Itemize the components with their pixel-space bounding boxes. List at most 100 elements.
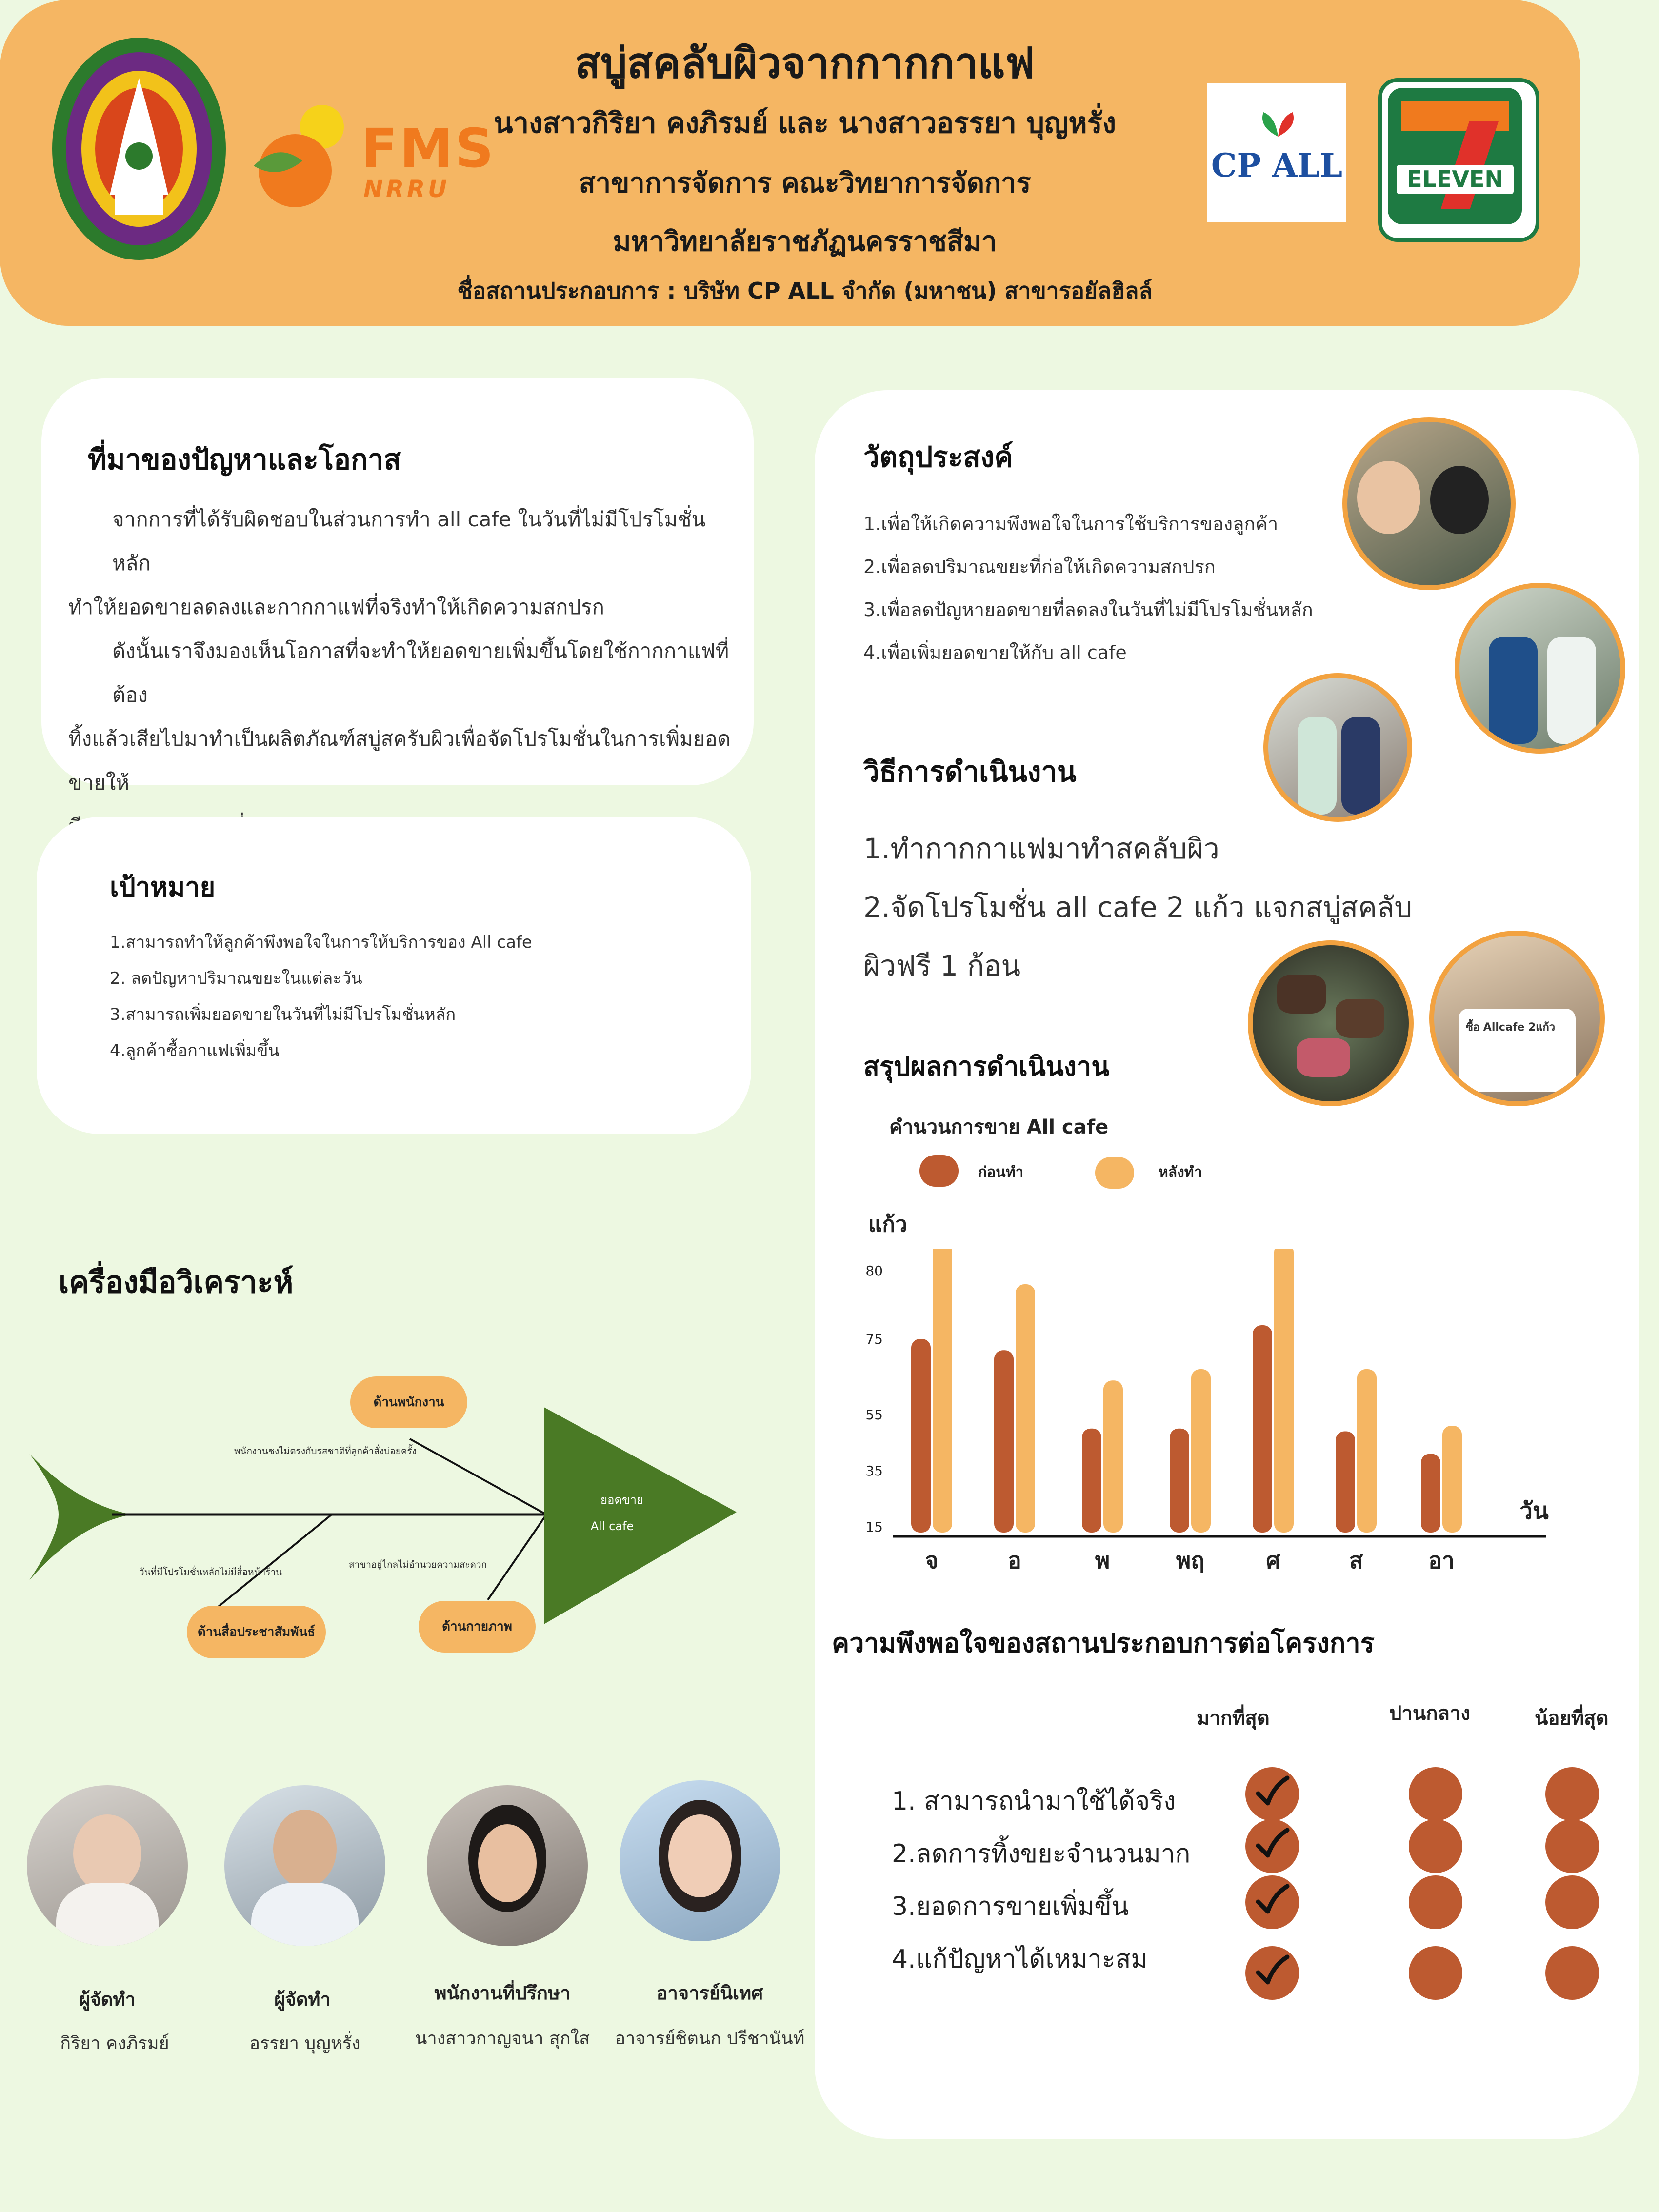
satisfaction-dot	[1409, 1946, 1462, 2000]
poster-title: สบู่สคลับผิวจากกากกาแฟ	[575, 39, 1035, 88]
team-role: ผู้จัดทำ	[274, 1989, 331, 2010]
product-label: ซื้อ Allcafe 2แก้ว	[1466, 1021, 1556, 1034]
fishbone-staff-cause: พนักงานชงไม่ตรงกับรสชาติที่ลูกค้าสั่งบ่อ…	[234, 1446, 417, 1456]
satisfaction-title: ความพึงพอใจของสถานประกอบการต่อโครงการ	[832, 1628, 1375, 1658]
legend-label-before: ก่อนทำ	[978, 1164, 1024, 1181]
legend-swatch-after	[1095, 1157, 1134, 1189]
team-role: พนักงานที่ปรึกษา	[434, 1982, 571, 2004]
objective-item: 3.เพื่อลดปัญหายอดขายที่ลดลงในวันที่ไม่มี…	[863, 599, 1313, 620]
satisfaction-dot	[1245, 1819, 1299, 1873]
objectives-list: 1.เพื่อให้เกิดความพึงพอใจในการใช้บริการข…	[863, 502, 1313, 674]
check-icon	[1256, 1775, 1290, 1806]
cpall-logo: CP ALL	[1207, 83, 1346, 222]
eleven-logo-text: ELEVEN	[1407, 166, 1503, 192]
satisfaction-row-label: 3.ยอดการขายเพิ่มขึ้น	[892, 1892, 1129, 1921]
bar	[1274, 1249, 1294, 1533]
background-text: จากการที่ได้รับผิดชอบในส่วนการทำ all caf…	[68, 498, 741, 849]
satisfaction-dot	[1545, 1946, 1599, 2000]
fms-logo-icon	[254, 105, 344, 207]
fish-head-icon	[544, 1407, 737, 1624]
x-tick-label: ศ	[1266, 1547, 1280, 1574]
bar	[1421, 1454, 1440, 1533]
objective-item: 4.เพื่อเพิ่มยอดขายให้กับ all cafe	[863, 642, 1127, 663]
satisfaction-row-label: 1. สามารถนำมาใช้ได้จริง	[892, 1787, 1176, 1816]
x-tick-label: อ	[1008, 1547, 1021, 1574]
fishbone-head-label-1: ยอดขาย	[600, 1493, 643, 1507]
satisfaction-dot	[1245, 1946, 1299, 2000]
fishbone-diagram	[29, 1407, 737, 1624]
fish-tail-icon	[29, 1454, 132, 1580]
team-name: อาจารย์ชิตนก ปรีชานันท์	[615, 2029, 805, 2049]
satisfaction-dot	[1245, 1767, 1299, 1821]
method-item: ผิวฟรี 1 ก้อน	[863, 949, 1021, 982]
bar	[1170, 1428, 1189, 1533]
method-item: 1.ทำกากกาแฟมาทำสคลับผิว	[863, 832, 1219, 865]
objective-item: 2.เพื่อลดปริมาณขยะที่ก่อให้เกิดความสกปรก	[863, 556, 1216, 578]
x-tick-label: อา	[1428, 1547, 1454, 1574]
y-tick-label: 75	[865, 1331, 883, 1347]
objectives-title: วัตถุประสงค์	[863, 440, 1013, 474]
team-name: อรรยา บุญหรั่ง	[249, 2033, 360, 2053]
tools-title: เครื่องมือวิเคราะห์	[59, 1264, 294, 1300]
workplace: ชื่อสถานประกอบการ : บริษัท CP ALL จำกัด …	[457, 278, 1153, 304]
fishbone-head-label-2: All cafe	[590, 1519, 634, 1533]
satisfaction-row-label: 4.แก้ปัญหาได้เหมาะสม	[892, 1945, 1148, 1974]
goals-card	[37, 817, 751, 1134]
fms-logo-subtext: NRRU	[363, 176, 450, 203]
bar	[1103, 1380, 1123, 1533]
y-tick-label: 35	[865, 1463, 883, 1479]
results-title: สรุปผลการดำเนินงาน	[863, 1051, 1110, 1082]
team-name: กิริยา คงภิรมย์	[60, 2033, 169, 2053]
product-photo: ซื้อ Allcafe 2แก้ว	[1429, 931, 1605, 1106]
avatar	[224, 1785, 385, 1946]
check-icon	[1256, 1954, 1290, 1985]
background-line-1: จากการที่ได้รับผิดชอบในส่วนการทำ all caf…	[112, 507, 706, 575]
seven-eleven-logo: ELEVEN	[1378, 78, 1539, 242]
bar	[1016, 1284, 1035, 1533]
methods-list: 1.ทำกากกาแฟมาทำสคลับผิว 2.จัดโปรโมชั่น a…	[863, 819, 1412, 995]
header-banner: FMS NRRU สบู่สคลับผิวจากกากกาแฟ นางสาวกิ…	[0, 0, 1580, 326]
y-tick-label: 55	[865, 1407, 883, 1423]
goal-item: 2. ลดปัญหาปริมาณขยะในแต่ละวัน	[110, 969, 362, 988]
store-photo	[1342, 417, 1516, 590]
x-tick-label: พ	[1095, 1547, 1110, 1574]
bar	[911, 1339, 931, 1533]
legend-swatch-before	[919, 1155, 959, 1187]
satisfaction-col-header: น้อยที่สุด	[1535, 1707, 1609, 1730]
goal-item: 4.ลูกค้าซื้อกาแฟเพิ่มขึ้น	[110, 1041, 280, 1060]
soap-photo	[1248, 940, 1414, 1106]
team-role: ผู้จัดทำ	[79, 1989, 136, 2010]
background-card	[41, 378, 754, 785]
y-axis-label: แก้ว	[868, 1212, 907, 1237]
satisfaction-dot	[1245, 1875, 1299, 1929]
fishbone-bone-staff	[409, 1438, 547, 1515]
satisfaction-dot	[1409, 1767, 1462, 1821]
fishbone-bone-media	[214, 1514, 333, 1611]
fishbone-media-box: ด้านสื่อประชาสัมพันธ์	[187, 1606, 326, 1658]
cpall-logo-text: CP ALL	[1211, 146, 1343, 184]
background-line-3: ดังนั้นเราจึงมองเห็นโอกาสที่จะทำให้ยอดขา…	[112, 639, 729, 707]
goals-title: เป้าหมาย	[110, 872, 216, 902]
fms-logo-text: FMS	[361, 117, 496, 179]
bar	[1253, 1325, 1272, 1533]
avatar	[620, 1780, 780, 1941]
check-icon	[1256, 1884, 1290, 1914]
store-photo	[1263, 673, 1412, 822]
satisfaction-row-label: 2.ลดการทิ้งขยะจำนวนมาก	[892, 1839, 1191, 1869]
legend-label-after: หลังทำ	[1159, 1164, 1202, 1181]
y-tick-label: 15	[865, 1519, 883, 1535]
fishbone-physical-cause: สาขาอยู่ไกลไม่อำนวยความสะดวก	[349, 1559, 487, 1570]
methods-title: วิธีการดำเนินงาน	[863, 755, 1077, 788]
satisfaction-dot	[1545, 1875, 1599, 1929]
satisfaction-dot	[1409, 1875, 1462, 1929]
fishbone-media-cause: วันที่มีโปรโมชั่นหลักไม่มีสื่อหน้าร้าน	[139, 1567, 282, 1577]
bar	[1336, 1431, 1355, 1533]
chart-title: คำนวนการขาย All cafe	[889, 1116, 1109, 1138]
y-tick-label: 80	[865, 1263, 883, 1279]
satisfaction-dot	[1409, 1819, 1462, 1873]
university-seal-icon	[52, 38, 226, 260]
method-item: 2.จัดโปรโมชั่น all cafe 2 แก้ว แจกสบู่สค…	[863, 891, 1413, 924]
goal-item: 1.สามารถทำให้ลูกค้าพึงพอใจในการให้บริการ…	[110, 933, 532, 952]
satisfaction-col-header: มากที่สุด	[1197, 1707, 1270, 1730]
satisfaction-col-header: ปานกลาง	[1389, 1702, 1470, 1725]
